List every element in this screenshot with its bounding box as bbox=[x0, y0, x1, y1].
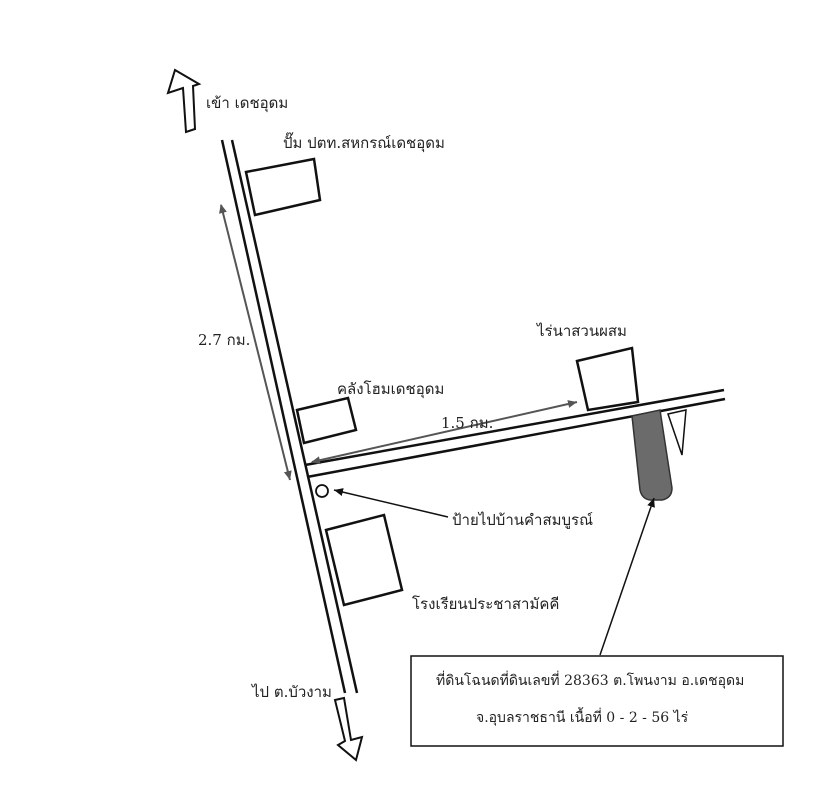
gas-station-building bbox=[244, 157, 322, 217]
parcel-info-box bbox=[410, 655, 784, 747]
info-box-line-1: ที่ดินโฉนดที่ดินเลขที่ 28363 ต.โพนงาม อ.… bbox=[436, 671, 744, 689]
farm-building bbox=[575, 346, 640, 412]
school-building bbox=[324, 513, 404, 607]
label-to-dechudom: เข้า เดชอุดม bbox=[206, 94, 288, 113]
land-parcel bbox=[631, 409, 673, 501]
distance-dimension-main bbox=[219, 204, 292, 481]
sign-marker bbox=[315, 484, 329, 498]
label-distance-side: 1.5 กม. bbox=[441, 414, 493, 432]
label-gas-station: ปั๊ม ปตท.สหกรณ์เดชอุดม bbox=[283, 132, 445, 153]
label-sign: ป้ายไปบ้านคำสมบูรณ์ bbox=[452, 511, 593, 529]
info-box-line-2: จ.อุบลราชธานี เนื้อที่ 0 - 2 - 56 ไร่ bbox=[476, 707, 689, 726]
label-school: โรงเรียนประชาสามัคคี bbox=[412, 595, 559, 613]
label-distance-main: 2.7 กม. bbox=[198, 331, 250, 349]
parcel-pointer-arrow bbox=[599, 497, 655, 656]
triangle-marker bbox=[667, 409, 687, 456]
sign-pointer-arrow bbox=[333, 488, 449, 518]
label-to-buangam: ไป ต.บัวงาม bbox=[251, 683, 332, 701]
label-warehouse: คลังโฮมเดชอุดม bbox=[337, 380, 444, 399]
north-arrow-icon bbox=[166, 68, 202, 134]
south-arrow-icon bbox=[333, 696, 364, 762]
warehouse-building bbox=[295, 396, 358, 445]
distance-dimension-side bbox=[311, 400, 578, 465]
label-farm: ไร่นาสวนผสม bbox=[536, 322, 627, 340]
